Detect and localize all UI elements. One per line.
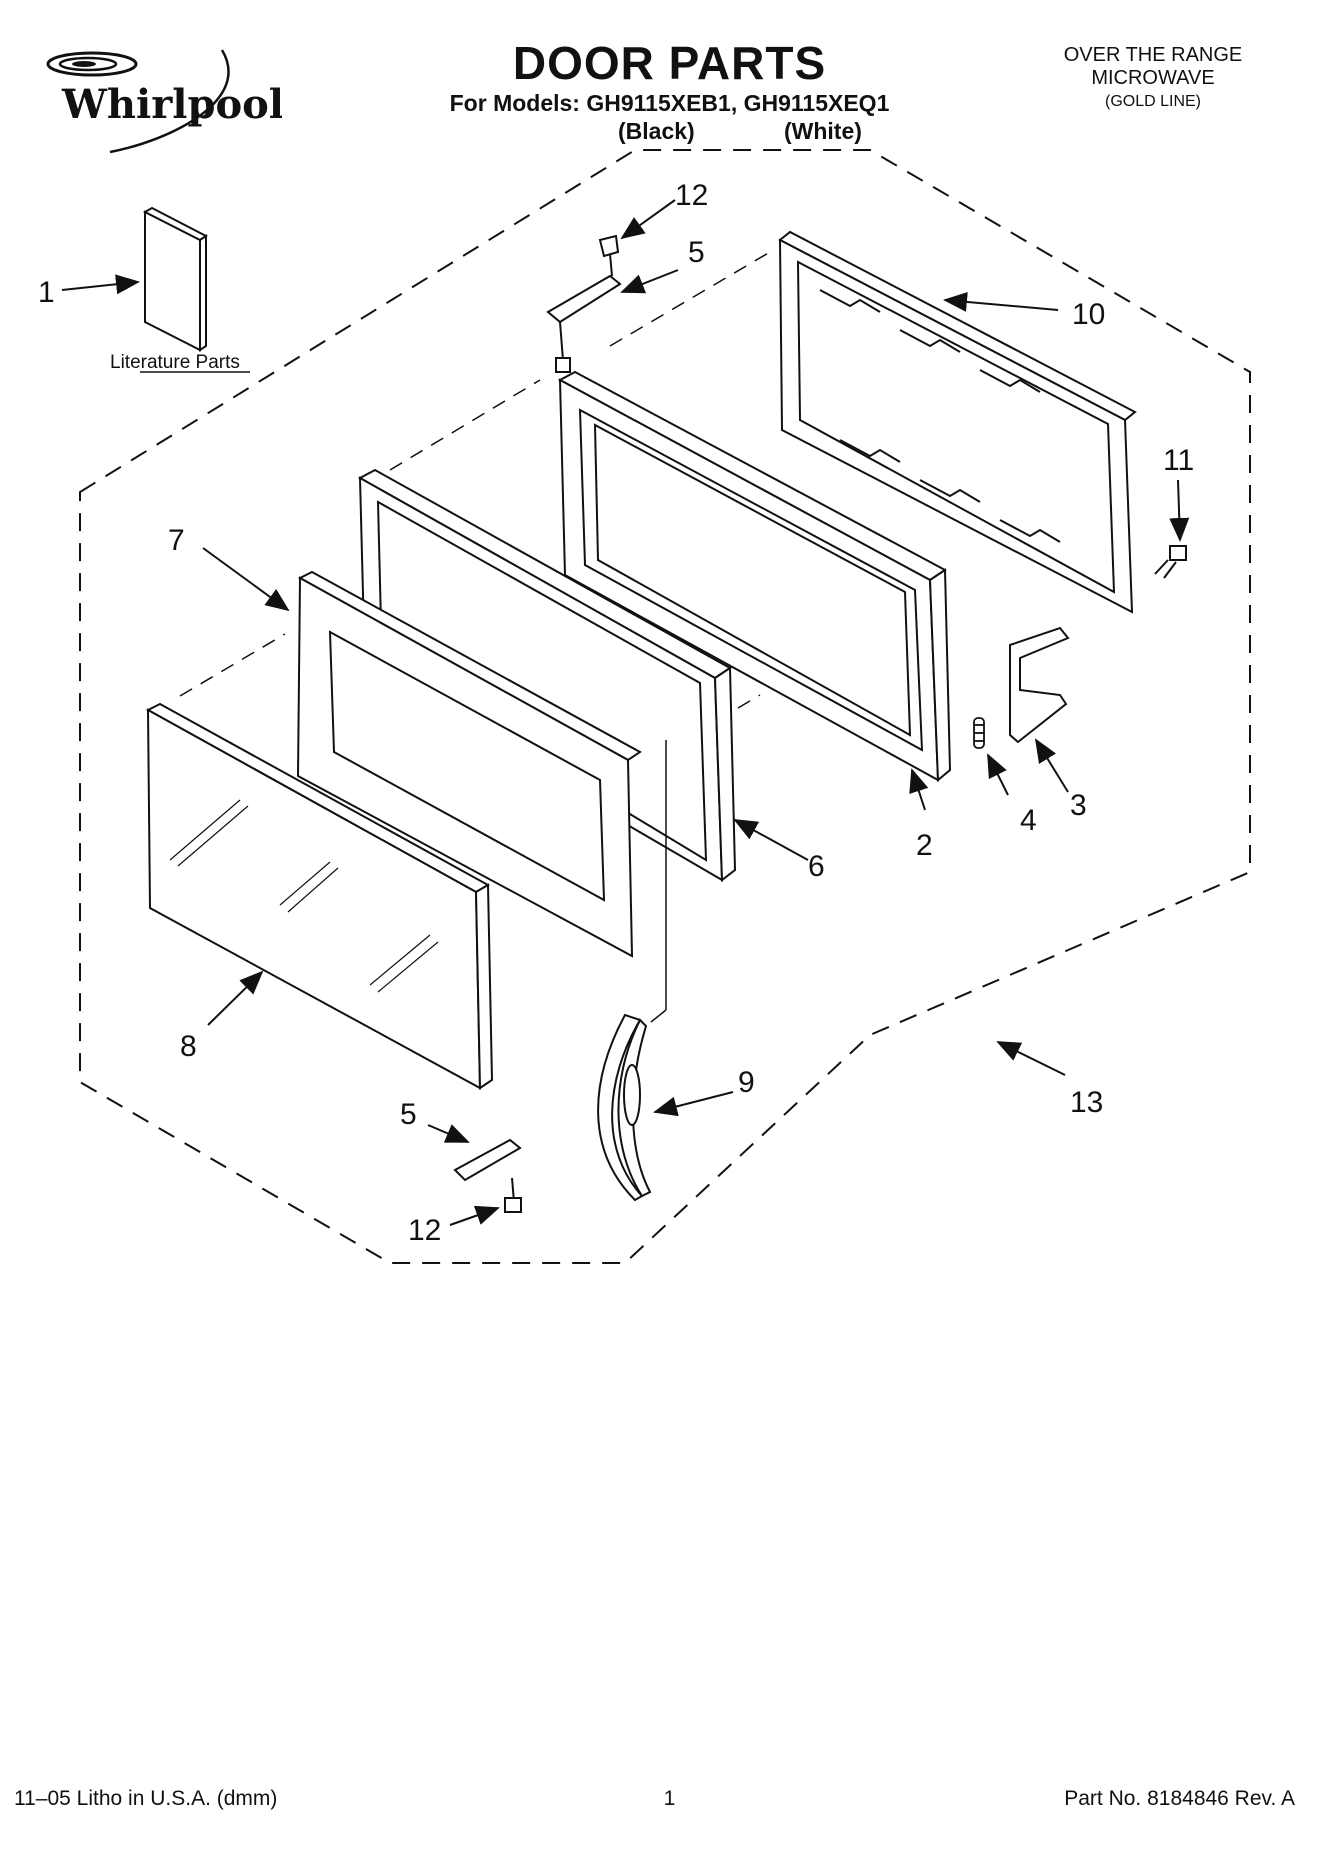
callout-11: 11 [1163,444,1194,477]
logo-wordmark: Whirlpool [61,81,282,128]
latch-bracket [1009,626,1070,744]
callout-7: 7 [168,524,185,557]
callout-1: 1 [38,276,55,309]
hinge-5-bottom [453,1138,522,1182]
product-line-2: MICROWAVE [1091,67,1215,89]
page-title: DOOR PARTS [512,37,827,89]
footer-page-number: 1 [663,1787,676,1810]
callout-13: 13 [1070,1086,1103,1119]
whirlpool-logo: Whirlpool [46,49,282,154]
callout-12-top: 12 [675,179,708,212]
screw-11 [1154,545,1187,579]
product-line-1: OVER THE RANGE [1063,44,1243,66]
callout-2: 2 [916,829,933,862]
variant-black-label: (Black) [618,118,695,144]
callout-8: 8 [180,1030,197,1063]
door-handle [597,1013,652,1202]
models-line: For Models: GH9115XEB1, GH9115XEQ1 [449,90,890,116]
product-line-3: (GOLD LINE) [1104,93,1201,110]
door-choke [296,570,642,958]
door-glass [145,702,494,1090]
product-type: OVER THE RANGE MICROWAVE (GOLD LINE) [1023,44,1283,113]
literature-parts-label: Literature Parts [110,352,240,373]
screw-12-bottom [504,1177,522,1213]
screw-12-top [598,234,620,277]
outer-door-frame [778,230,1137,614]
footer-part-number: Part No. 8184846 Rev. A [1064,1787,1295,1810]
hinge-5-top [546,274,622,373]
callout-5-bottom: 5 [400,1098,417,1131]
callout-10: 10 [1072,298,1105,331]
callout-12-bottom: 12 [408,1214,441,1247]
callout-4: 4 [1020,804,1037,837]
callout-5-top: 5 [688,236,705,269]
callout-3: 3 [1070,789,1087,822]
variant-white-label: (White) [784,118,862,144]
footer-litho: 11–05 Litho in U.S.A. (dmm) [14,1787,278,1810]
literature-parts-book [142,206,208,352]
latch-spring [973,717,985,749]
callout-6: 6 [808,850,825,883]
inner-door-panel [557,370,952,783]
callout-9: 9 [738,1066,755,1099]
